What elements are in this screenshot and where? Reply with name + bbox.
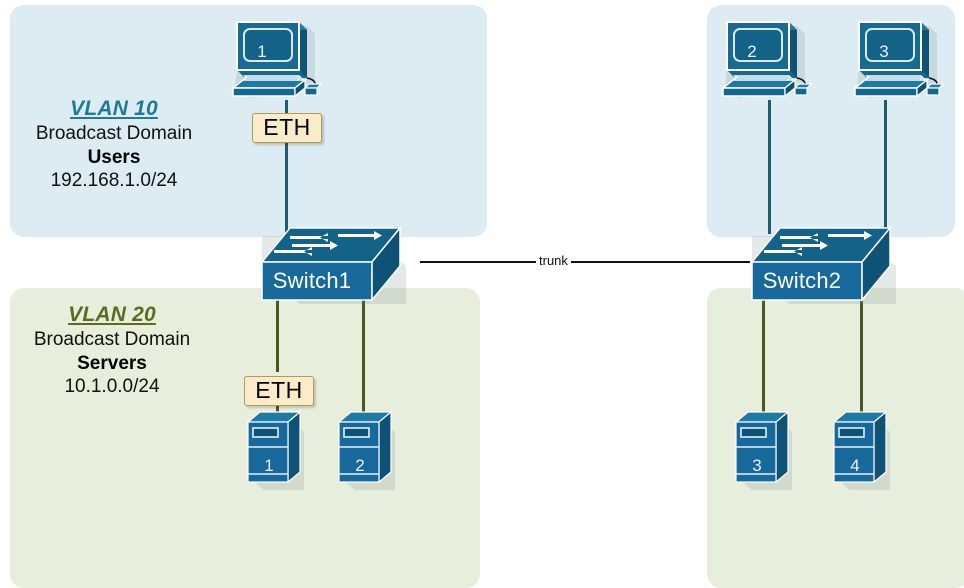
vlan10-network: 192.168.1.0/24	[50, 170, 178, 192]
server-icon-4[interactable]: 4	[830, 408, 896, 492]
switch-icon	[750, 225, 896, 304]
eth-tag-pc1: ETH	[252, 113, 322, 143]
link-pc1-eth	[285, 100, 288, 116]
pc-label-3: 3	[879, 42, 889, 61]
vlan20-left-zone	[10, 288, 480, 588]
computer-icon	[720, 21, 813, 98]
server-icon-2[interactable]: 2	[335, 408, 401, 492]
link-pc2-switch2	[768, 100, 771, 234]
switch-label-1: Switch1	[272, 268, 352, 293]
server-label-3: 3	[752, 456, 762, 475]
vlan20-title: VLAN 20	[68, 303, 156, 326]
trunk-label: trunk	[536, 254, 571, 268]
vlan10-caption: VLAN 10 Broadcast Domain Users 192.168.1…	[8, 96, 220, 193]
pc-icon-3[interactable]: 3	[847, 14, 947, 106]
server-label-1: 1	[264, 456, 274, 475]
vlan10-title: VLAN 10	[70, 97, 158, 120]
vlan20-caption: VLAN 20 Broadcast Domain Servers 10.1.0.…	[6, 302, 218, 399]
pc-icon-1[interactable]: 1	[225, 14, 325, 106]
link-switch1-srv2	[362, 296, 365, 416]
link-switch2-srv3	[762, 296, 765, 416]
server-icon	[337, 410, 395, 490]
switch-label-2: Switch2	[762, 268, 842, 293]
vlan20-subtitle: Broadcast Domain	[33, 329, 191, 351]
switch-icon-1[interactable]: Switch1	[246, 222, 416, 312]
server-icon	[832, 410, 890, 490]
link-switch1-eth-srv1	[276, 296, 279, 372]
link-eth-srv1	[276, 398, 279, 416]
server-icon-3[interactable]: 3	[732, 408, 798, 492]
link-pc3-switch2	[884, 100, 887, 234]
pc-label-1: 1	[257, 42, 267, 61]
eth-tag-server1: ETH	[244, 376, 314, 406]
switch-icon-2[interactable]: Switch2	[736, 222, 906, 312]
pc-label-2: 2	[747, 42, 757, 61]
vlan10-subtitle: Broadcast Domain	[35, 123, 193, 145]
server-icon-1[interactable]: 1	[244, 408, 310, 492]
pc-icon-2[interactable]: 2	[715, 14, 815, 106]
link-switch2-srv4	[860, 296, 863, 416]
server-label-2: 2	[355, 456, 365, 475]
vlan10-role: Users	[87, 146, 141, 168]
server-label-4: 4	[850, 456, 860, 475]
computer-icon	[230, 21, 323, 98]
vlan20-network: 10.1.0.0/24	[64, 376, 160, 398]
server-icon	[246, 410, 304, 490]
trunk-link	[420, 261, 750, 263]
computer-icon	[852, 21, 945, 98]
server-icon	[734, 410, 792, 490]
link-eth-switch1	[285, 140, 288, 236]
vlan20-role: Servers	[77, 352, 147, 374]
switch-icon	[260, 225, 406, 304]
